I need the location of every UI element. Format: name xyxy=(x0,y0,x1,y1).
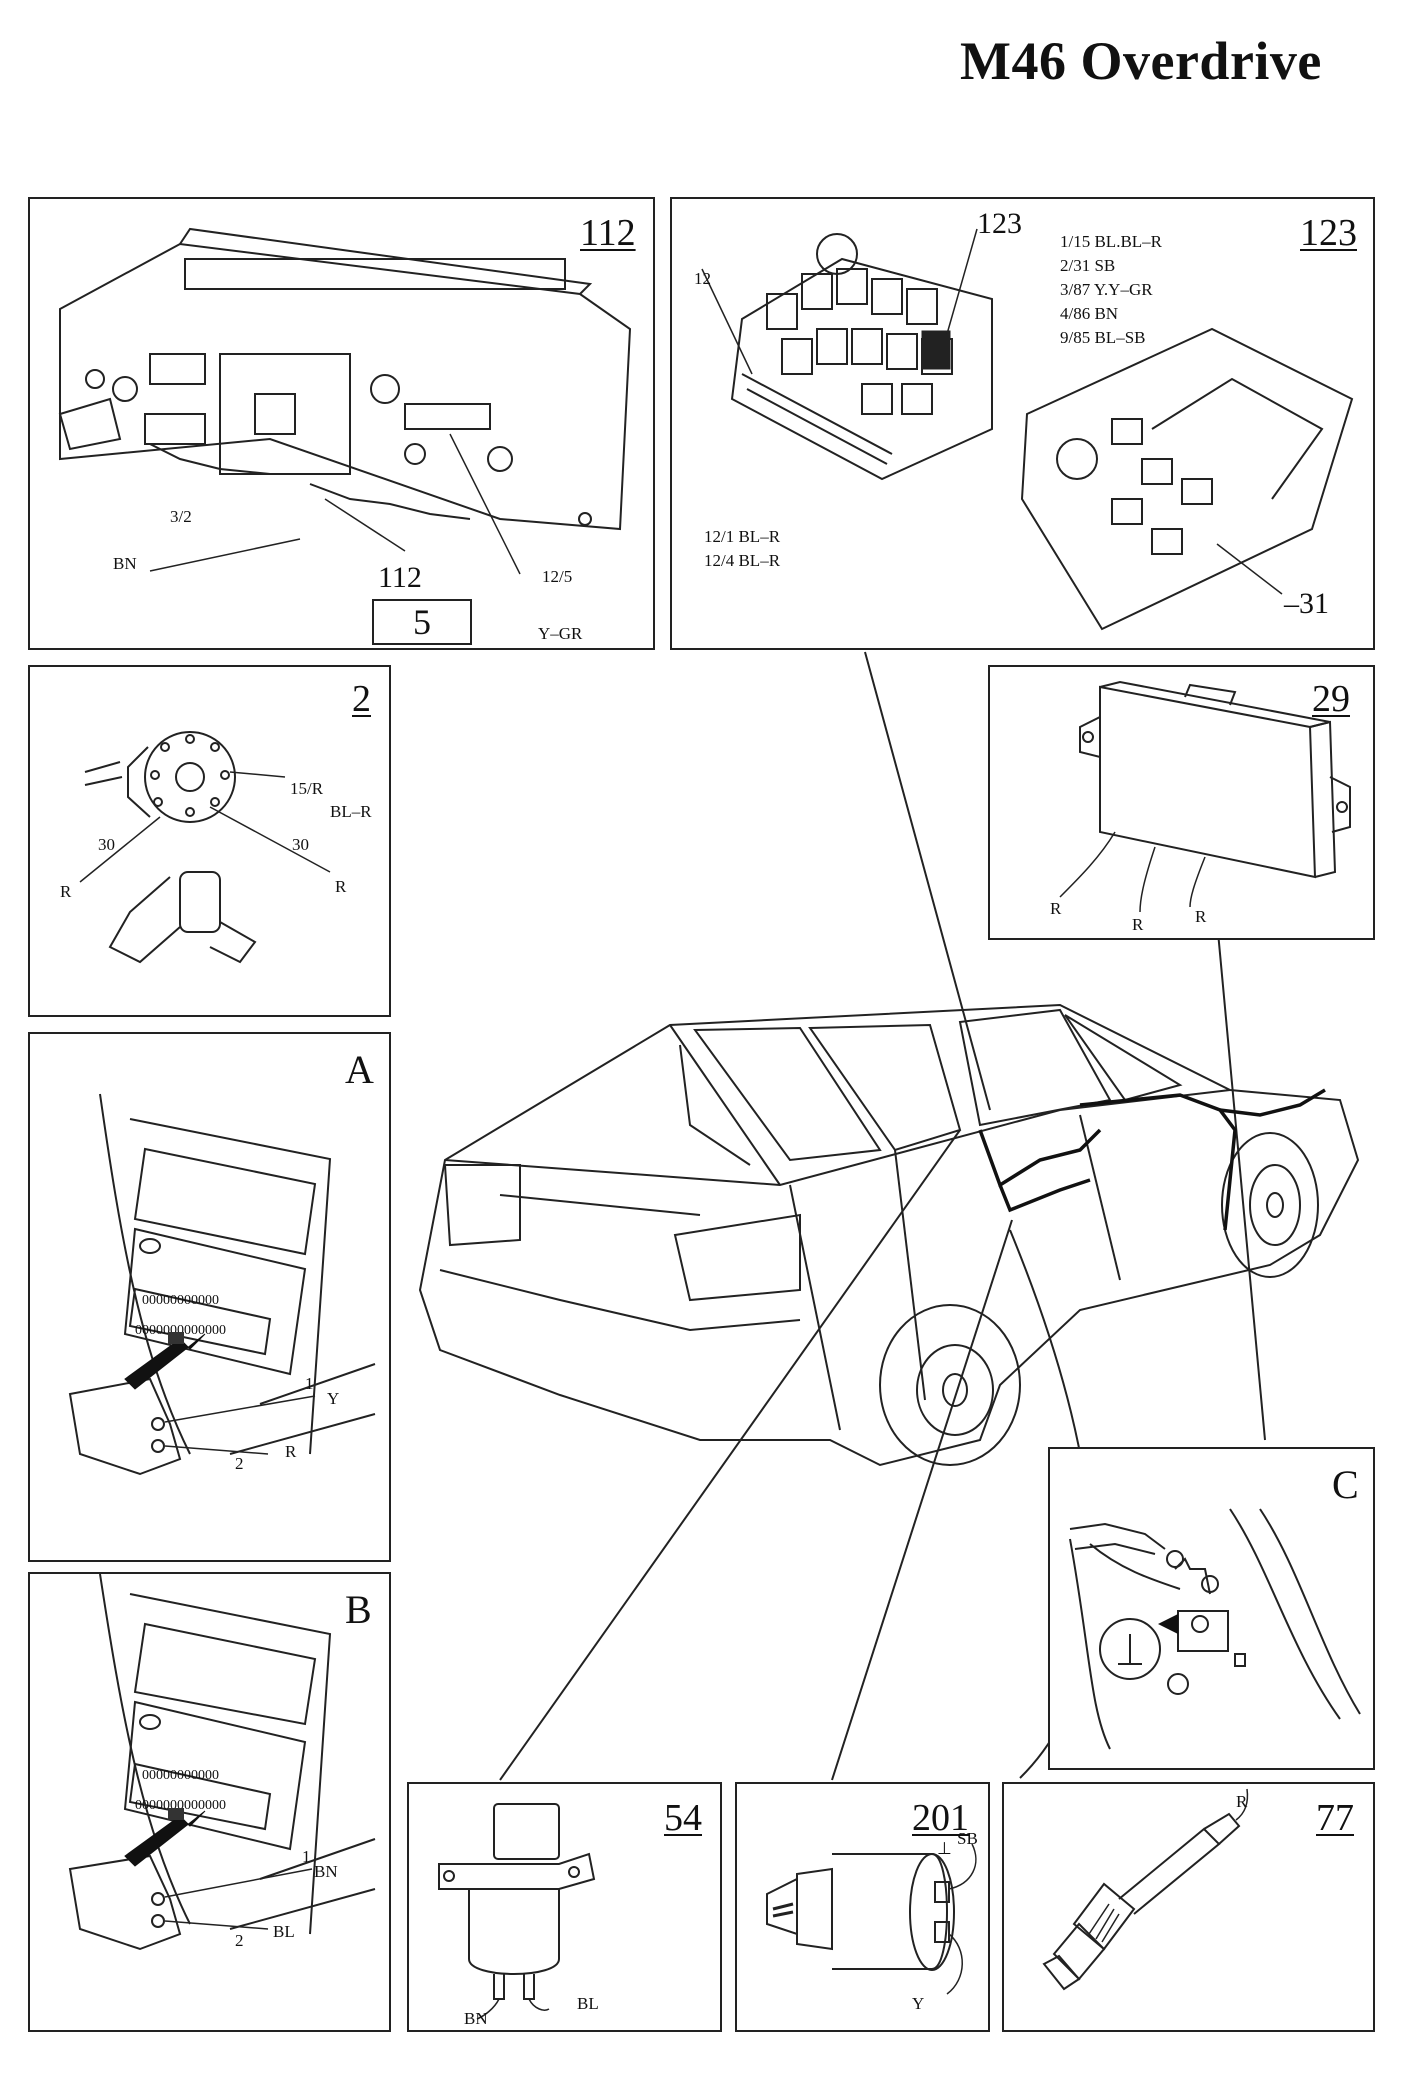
wire-color-ygr: Y–GR xyxy=(538,624,583,643)
panel-77-number: 77 xyxy=(1316,1797,1354,1839)
gear-switch-drawing xyxy=(1042,1788,1249,1991)
panel-77: 77 R xyxy=(1002,1782,1375,2032)
pin-label-9: 9/85 BL–SB xyxy=(1060,328,1146,347)
wire-color-bl: BL xyxy=(273,1922,295,1941)
wire-label-12-1: 12/1 BL–R xyxy=(704,527,781,546)
wire-color-y: Y xyxy=(912,1994,925,2013)
wire-color-r-1: R xyxy=(1050,899,1062,918)
pin-label-2: 2/31 SB xyxy=(1060,256,1116,275)
ground-point-drawing xyxy=(1069,1508,1361,1750)
wire-color-y: Y xyxy=(327,1389,340,1408)
svg-text:00000000000: 00000000000 xyxy=(142,1768,219,1783)
ground-symbol: ⊥ xyxy=(937,1839,952,1858)
ignition-switch-drawing xyxy=(79,731,331,964)
panel-29-number: 29 xyxy=(1312,678,1350,720)
component-label-112: 112 xyxy=(378,561,422,594)
svg-text:0000000000000: 0000000000000 xyxy=(135,1798,226,1813)
pin-label-1: 1 xyxy=(305,1374,314,1393)
panel-2-number: 2 xyxy=(352,678,371,720)
panel-29: 29 R R R xyxy=(988,665,1375,940)
leader-line-c xyxy=(1217,931,1266,1441)
wire-label-12-5: 12/5 xyxy=(542,567,573,586)
component-label-123: 123 xyxy=(977,207,1022,240)
wire-color-bl: BL xyxy=(577,1994,599,2013)
pin-label-3: 3/87 Y.Y–GR xyxy=(1060,280,1153,299)
control-module-drawing xyxy=(1059,680,1351,913)
wire-color-r: R xyxy=(285,1442,297,1461)
panel-c-letter: C xyxy=(1332,1462,1359,1507)
leader-line-201 xyxy=(831,1219,1013,1781)
wire-color-r-2: R xyxy=(1132,915,1144,934)
panel-54-number: 54 xyxy=(664,1797,702,1839)
instrument-cluster-drawing xyxy=(58,227,632,575)
terminal-label-30-left: 30 xyxy=(98,835,115,854)
section-number-5: 5 xyxy=(372,599,472,645)
wire-color-r: R xyxy=(1236,1792,1248,1811)
pin-label-2: 2 xyxy=(235,1931,244,1950)
panel-123: 123 123 12 1/15 BL.BL–R 2/31 SB 3/87 Y.Y… xyxy=(670,197,1375,650)
panel-a: 00000000000 0000000000000 A 1 Y 2 R xyxy=(28,1032,391,1562)
pin-label-4: 4/86 BN xyxy=(1060,304,1119,323)
overdrive-solenoid-drawing xyxy=(766,1843,977,1995)
page-title: M46 Overdrive xyxy=(960,31,1322,91)
wire-color-blr: BL–R xyxy=(330,802,372,821)
wire-color-r-right: R xyxy=(335,877,347,896)
wire-color-bn: BN xyxy=(314,1862,338,1881)
pin-label-2: 2 xyxy=(235,1454,244,1473)
switch-a-drawing: 00000000000 0000000000000 xyxy=(68,1093,376,1476)
pin-label-1: 1/15 BL.BL–R xyxy=(1060,232,1163,251)
terminal-label-30-right: 30 xyxy=(292,835,309,854)
panel-2: 2 15/R BL–R 30 30 R R xyxy=(28,665,391,1017)
panel-b-letter: B xyxy=(345,1587,372,1632)
wire-label-12-4: 12/4 BL–R xyxy=(704,551,781,570)
fuse-relay-box-drawing xyxy=(701,228,1354,631)
panel-201-number: 201 xyxy=(912,1797,969,1839)
pin-label-1: 1 xyxy=(302,1847,311,1866)
wire-label-3-2: 3/2 xyxy=(170,507,192,526)
wire-color-bn: BN xyxy=(464,2009,488,2028)
leader-line-123 xyxy=(864,651,991,1111)
wire-color-r-3: R xyxy=(1195,907,1207,926)
panel-a-letter: A xyxy=(345,1047,374,1092)
connector-label-12: 12 xyxy=(694,269,711,288)
panel-54: 54 BN BL xyxy=(407,1782,722,2032)
switch-b-drawing: 00000000000 0000000000000 xyxy=(68,1574,376,1951)
wire-color-r-left: R xyxy=(60,882,72,901)
brake-switch-drawing xyxy=(438,1803,596,2020)
panel-112: 112 3/2 BN 112 5 12/5 Y–GR xyxy=(28,197,655,650)
panel-112-number: 112 xyxy=(580,212,636,254)
panel-123-number: 123 xyxy=(1300,212,1357,254)
svg-text:0000000000000: 0000000000000 xyxy=(135,1323,226,1338)
leader-line-54 xyxy=(499,1129,961,1781)
svg-text:00000000000: 00000000000 xyxy=(142,1293,219,1308)
wire-color-sb: SB xyxy=(957,1829,978,1848)
ground-label-31: –31 xyxy=(1284,587,1329,620)
wire-label-15r: 15/R xyxy=(290,779,324,798)
panel-b: 00000000000 0000000000000 B 1 BN 2 BL xyxy=(28,1572,391,2032)
wire-color-bn: BN xyxy=(113,554,137,573)
panel-201: 201 SB ⊥ Y xyxy=(735,1782,990,2032)
panel-c: C xyxy=(1048,1447,1375,1770)
